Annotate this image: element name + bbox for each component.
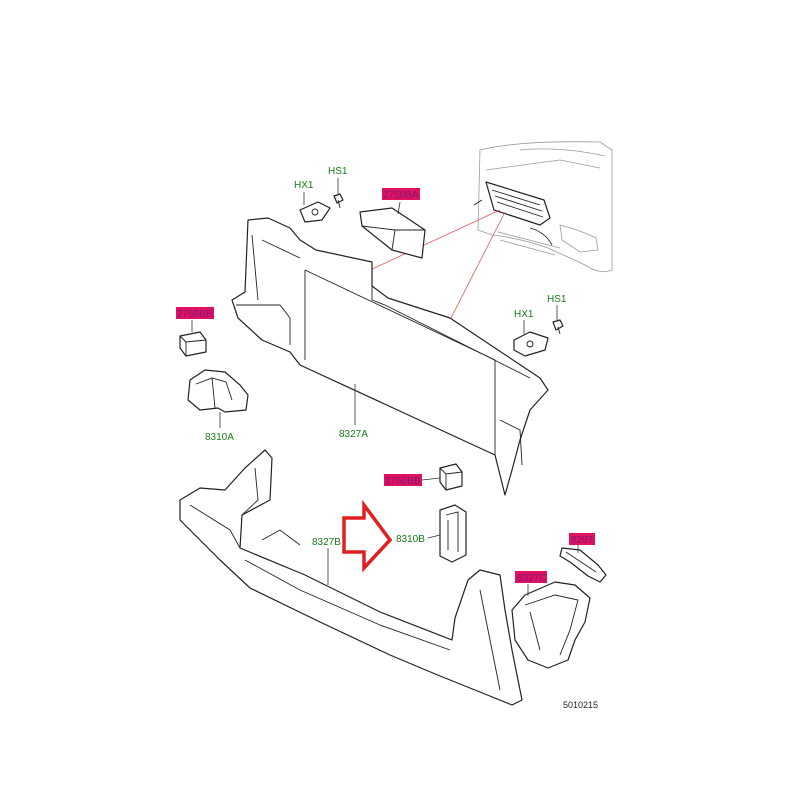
label-8310b: 8310B [396,534,425,545]
strip-8297 [559,547,607,583]
clip-hx1-top [299,201,331,223]
upper-deflector-8327a [231,217,549,496]
clip-hx1-right [513,331,549,357]
leader-vehicle-2 [449,211,506,321]
vehicle-front-view [473,141,613,273]
bracket-8310b [439,504,467,563]
screw-hs1-top [333,193,344,209]
block-2750b-left [179,331,207,357]
callout-arrow [342,499,393,573]
label-8327a: 8327A [339,429,368,440]
figure-number: 5010215 [563,700,598,710]
lower-undertray-8327b [179,449,523,706]
screw-hs1-right [552,319,564,335]
highlight-2750a [382,188,420,200]
label-hs1-top: HS1 [328,166,348,177]
label-8327c: 8327C [517,573,546,584]
label-2750b-mid: 2750BB [385,476,421,487]
label-8327b: 8327B [312,537,341,548]
highlight-2750b-left [176,307,214,319]
highlight-8327c [515,571,547,583]
highlight-2750b-mid [384,474,422,486]
label-2750b-left: 2750BB [177,309,213,320]
leader-2750b-mid [421,477,441,481]
block-2750a [359,207,426,259]
leader-vehicle-1 [369,209,501,271]
label-8297: 8297 [571,535,594,546]
label-2750a: 2750BA [383,190,419,201]
leader-2750a [397,201,401,215]
leader-8310b [427,534,441,539]
label-hs1-right: HS1 [547,294,567,305]
deflector-8327c [511,581,591,669]
highlight-8297 [569,533,595,545]
label-hx1-top: HX1 [294,180,314,191]
label-hx1-right: HX1 [514,309,534,320]
block-2750b-mid [439,463,463,491]
label-8310a: 8310A [205,432,234,443]
bracket-8310a [187,369,249,413]
